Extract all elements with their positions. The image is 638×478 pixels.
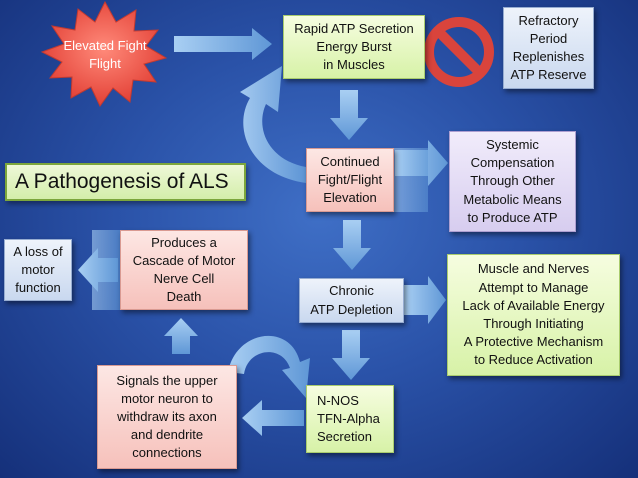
arrow-chronic-to-muscle xyxy=(404,276,446,324)
arrow-elevated-to-rapid xyxy=(174,28,272,60)
muscle-node: Muscle and Nerves Attempt to Manage Lack… xyxy=(447,254,620,376)
arrow-rapid-to-continued xyxy=(330,90,368,140)
continued-node: Continued Fight/Flight Elevation xyxy=(306,148,394,212)
elevated-fight-flight-label: Elevated Fight Flight xyxy=(63,38,147,71)
arrow-signals-to-cascade xyxy=(164,318,198,354)
systemic-node: Systemic Compensation Through Other Meta… xyxy=(449,131,576,232)
signals-node: Signals the upper motor neuron to withdr… xyxy=(97,365,237,469)
arrow-chronic-to-nnos xyxy=(332,330,370,380)
cascade-node: Produces a Cascade of Motor Nerve Cell D… xyxy=(120,230,248,310)
prohibited-icon xyxy=(424,17,494,87)
rapid-atp-node: Rapid ATP Secretion Energy Burst in Musc… xyxy=(283,15,425,79)
nnos-node: N-NOS TFN-Alpha Secretion xyxy=(306,385,394,453)
loss-node: A loss of motor function xyxy=(4,239,72,301)
refractory-node: Refractory Period Replenishes ATP Reserv… xyxy=(503,7,594,89)
arrow-cascade-to-loss xyxy=(78,248,118,292)
arrow-cycle-back xyxy=(240,66,306,183)
chronic-node: Chronic ATP Depletion xyxy=(299,278,404,323)
starburst-shape xyxy=(40,0,168,107)
arrow-signals-to-nnos xyxy=(228,335,310,398)
page-title: A Pathogenesis of ALS xyxy=(5,163,246,201)
arrow-continued-to-chronic xyxy=(333,220,371,270)
arrow-nnos-to-signals xyxy=(242,400,304,436)
connector-continued xyxy=(394,148,428,212)
